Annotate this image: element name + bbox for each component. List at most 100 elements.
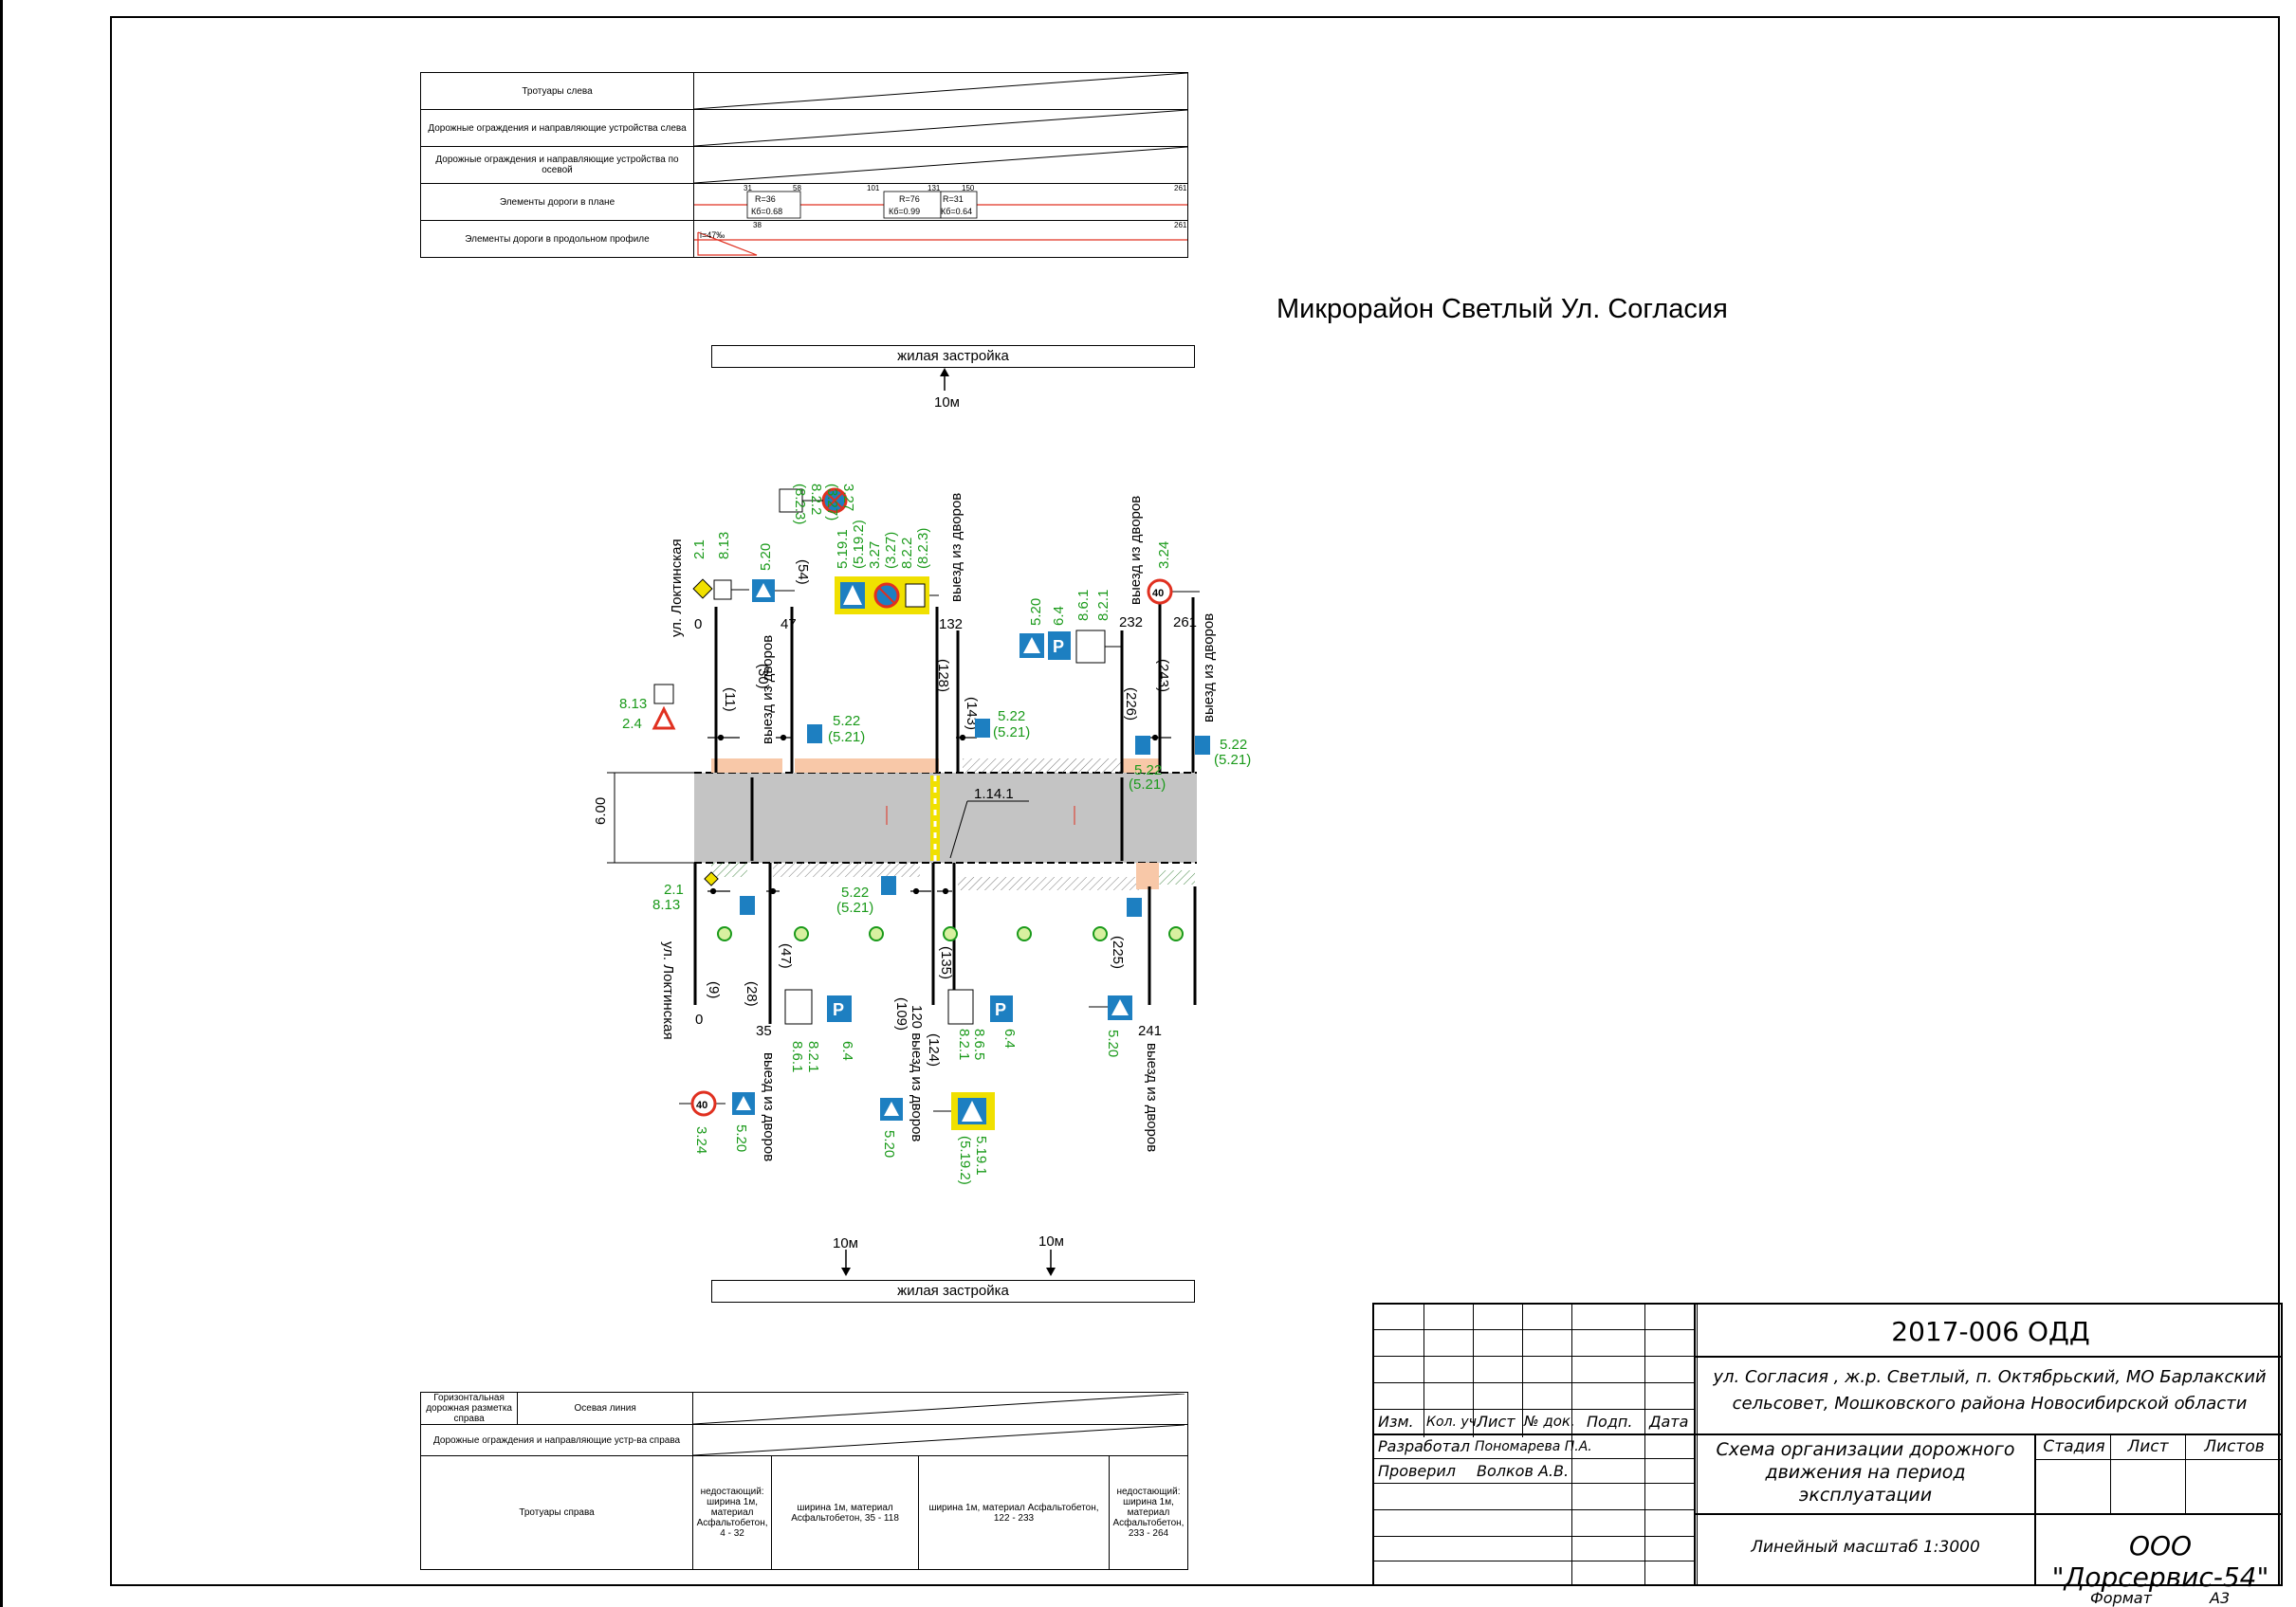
plan-mark: 101 [867, 184, 880, 192]
zone-label-top: жилая застройка [711, 345, 1195, 368]
marking-label: 1.14.1 [974, 786, 1014, 802]
sign-code: 5.20 [758, 543, 774, 571]
sign-code: 3.27 [840, 484, 856, 511]
sign-code: (5.19.2) [957, 1136, 973, 1185]
plan-mark: 58 [793, 184, 801, 192]
row-label: Тротуары слева [420, 72, 694, 110]
sign-position: (135) [938, 946, 954, 979]
distance-bottom-2: 10м [1038, 1233, 1064, 1250]
sign-code: (5.21) [836, 900, 873, 916]
sign-position: (225) [1110, 936, 1126, 969]
sign-code: 8.13 [652, 897, 680, 913]
sidewalk-cell: ширина 1м, материал Асфальтобетон, 122 -… [918, 1455, 1110, 1570]
sign-code: (5.21) [1129, 776, 1166, 793]
street-name: ул. Локтинская [669, 539, 685, 637]
sign-position: (30) [755, 664, 771, 689]
sign-code: 8.2.1 [805, 1041, 821, 1072]
row-value-empty [693, 109, 1188, 147]
settlement-sign-icon [1135, 736, 1150, 755]
sign-code: 8.13 [716, 532, 732, 559]
sidewalk [711, 758, 782, 773]
sidewalk-cell: недостающий: ширина 1м, материал Асфальт… [1108, 1455, 1189, 1570]
plate-8-2-2-icon [779, 488, 803, 513]
sheets-header: Листов [2204, 1437, 2265, 1456]
sign-code: 8.13 [619, 696, 647, 712]
curve-coef: Кб=0.68 [751, 207, 782, 216]
svg-text:P: P [1053, 637, 1064, 656]
checker-label: Проверил [1378, 1462, 1457, 1480]
svg-text:40: 40 [696, 1100, 707, 1111]
sign-code: (5.21) [993, 724, 1030, 740]
row-label: Тротуары справа [419, 1455, 694, 1570]
sign-code: 3.27 [867, 541, 883, 569]
plate-8-6-5-icon [947, 989, 974, 1025]
sidewalk-hatched [958, 877, 1143, 890]
sidewalk-cell: ширина 1м, материал Асфальтобетон, 35 - … [771, 1455, 920, 1570]
sidewalk [1136, 863, 1159, 889]
col-header: Изм. [1378, 1413, 1414, 1431]
sign-code: (3.27) [824, 484, 840, 520]
curve-coef: Кб=0.64 [941, 207, 972, 216]
exit-label: выезд из дворов [1128, 496, 1144, 605]
row-label: Элементы дороги в продольном профиле [420, 220, 694, 258]
plate-8-13-icon [653, 684, 674, 704]
row-value-empty [693, 72, 1188, 110]
sign-code: 5.20 [881, 1130, 897, 1158]
distance-bottom-1: 10м [833, 1235, 858, 1251]
main-road-sign-icon [704, 871, 719, 886]
row-label: Дорожные ограждения и направляющие устр-… [419, 1424, 694, 1456]
sign-code: 2.1 [664, 882, 684, 898]
sign-code: 5.22 [841, 885, 869, 901]
svg-text:40: 40 [1152, 588, 1164, 599]
row-label: Дорожные ограждения и направляющие устро… [420, 146, 694, 184]
give-way-sign-icon [652, 705, 676, 730]
curve-radius: R=31 [943, 194, 964, 204]
plan-mark: 261 [1174, 184, 1187, 192]
exit-label: выезд из дворов [948, 493, 964, 602]
settlement-sign-icon [740, 896, 755, 915]
sign-code: 5.22 [1220, 737, 1247, 753]
drawing-frame [110, 16, 2280, 1586]
road-width: 6.00 [593, 797, 609, 825]
sign-code: 6.4 [839, 1041, 855, 1061]
curve-coef: Кб=0.99 [889, 207, 920, 216]
drawing-title: Микрорайон Светлый Ул. Согласия [1277, 294, 1728, 324]
developer-name: Пономарева П.А. [1475, 1439, 1592, 1454]
profile-slope: i=47‰ [700, 230, 725, 240]
sidewalk-cell: недостающий: ширина 1м, материал Асфальт… [692, 1455, 773, 1570]
sign-code: 5.20 [1105, 1030, 1121, 1057]
speed-limit-sign-icon [690, 1090, 717, 1117]
speed-limit-sign-icon [1147, 578, 1173, 605]
sidewalk-hatched [963, 758, 1122, 773]
bottom-road-table: Горизонтальная дорожная разметка справа … [419, 1392, 1189, 1570]
main-road-sign-icon [692, 578, 713, 599]
col-header: Кол. уч. [1426, 1415, 1481, 1430]
zone-label-bottom: жилая застройка [711, 1280, 1195, 1303]
sidewalk-hatched [773, 863, 920, 877]
doc-title-line: движения на период [1765, 1462, 1966, 1483]
col-header: Подп. [1587, 1413, 1633, 1431]
sign-code: 6.4 [1001, 1029, 1018, 1049]
doc-title-line: эксплуатации [1798, 1485, 1933, 1506]
col-header: Лист [1477, 1413, 1515, 1431]
stage-header: Стадия [2043, 1437, 2105, 1456]
sign-code: (5.19.2) [851, 520, 867, 569]
distance-top: 10м [934, 394, 960, 411]
sign-code: 8.2.2 [808, 484, 824, 515]
sign-position: (9) [706, 981, 722, 998]
sidewalk-hatched [711, 863, 747, 877]
sign-code: 8.6.5 [971, 1029, 987, 1060]
developer-label: Разработал [1378, 1437, 1470, 1455]
exit-label: выезд из дворов [760, 635, 776, 744]
address-line-2: сельсовет, Мошковского района Новосибирс… [1732, 1394, 2248, 1414]
row-label: Горизонтальная дорожная разметка справа [419, 1392, 519, 1425]
chainage: 47 [781, 616, 797, 632]
doc-title-line: Схема организации дорожного [1716, 1439, 2015, 1460]
sidewalk [795, 758, 939, 773]
sign-code: 5.20 [1028, 598, 1044, 626]
exit-label: выезд из дворов [1144, 1043, 1160, 1152]
plate-8-6-1-icon [784, 989, 813, 1025]
sign-code: 5.22 [998, 708, 1025, 724]
carriageway [694, 773, 1197, 863]
